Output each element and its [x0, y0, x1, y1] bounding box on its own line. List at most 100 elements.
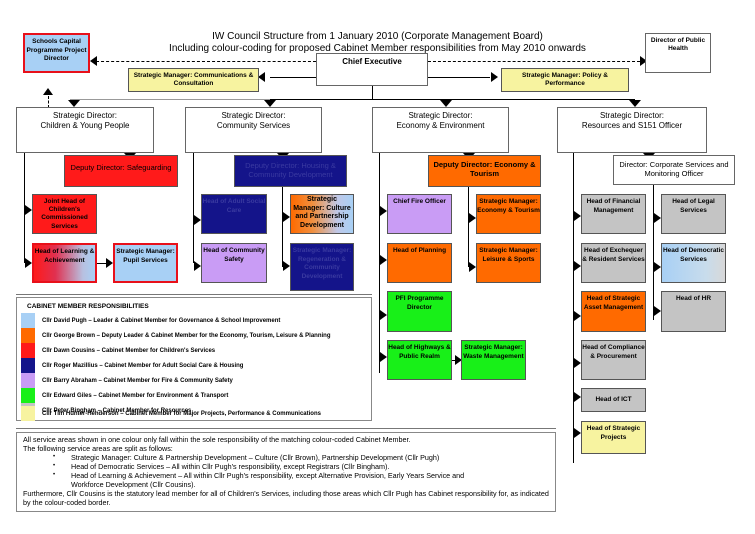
head-adult-social-care-box[interactable]: Head of Adult Social Care: [201, 194, 267, 234]
culture-partnership-manager-box[interactable]: Strategic Manager: Culture and Partnersh…: [290, 194, 354, 234]
box-label: Strategic Manager: Policy & Performance: [522, 71, 608, 88]
box-label: Chief Executive: [342, 57, 402, 66]
legend-item: Cllr Dawn Cousins – Cabinet Member for C…: [21, 343, 371, 358]
cabinet-legend: CABINET MEMBER RESPONSIBILITIES Cllr Dav…: [16, 297, 372, 421]
connector: [97, 263, 107, 264]
legend-item: Cllr Tim Hunter-Henderson – Cabinet Memb…: [21, 406, 371, 421]
connector: [379, 153, 380, 373]
divider: [16, 428, 556, 429]
box-label: Strategic Director:Resources and S151 Of…: [581, 111, 683, 130]
box-label: Head of Exchequer & Resident Services: [582, 247, 645, 263]
head-exchequer-resident-box[interactable]: Head of Exchequer & Resident Services: [581, 243, 646, 283]
arrow-right-icon: [491, 72, 498, 82]
arrow-right-icon: [380, 310, 387, 320]
box-label: Head of Highways & Public Realm: [388, 344, 451, 360]
public-health-director-box[interactable]: Director of Public Health: [645, 33, 711, 73]
legend-swatch: [21, 406, 35, 421]
regeneration-community-manager-box[interactable]: Strategic Manager: Regeneration & Commun…: [290, 243, 354, 291]
box-label: Strategic Manager: Waste Management: [463, 344, 524, 360]
box-label: Head of Financial Management: [586, 198, 641, 214]
note-bullet: Strategic Manager: Culture & Partnership…: [53, 453, 549, 462]
head-strategic-projects-box[interactable]: Head of Strategic Projects: [581, 421, 646, 454]
legend-item: Cllr Barry Abraham – Cabinet Member for …: [21, 373, 371, 388]
head-strategic-asset-box[interactable]: Head of Strategic Asset Management: [581, 291, 646, 332]
sd-children-box[interactable]: Strategic Director:Children & Young Peop…: [16, 107, 154, 153]
pupil-services-manager-box[interactable]: Strategic Manager: Pupil Services: [113, 243, 178, 283]
notes-box: All service areas shown in one colour on…: [16, 432, 556, 512]
pfi-programme-director-box[interactable]: PFI Programme Director: [387, 291, 452, 332]
arrow-right-icon: [654, 306, 661, 316]
box-label: Head of Legal Services: [672, 198, 715, 214]
arrow-right-icon: [574, 358, 581, 368]
box-label: Strategic Director:Children & Young Peop…: [40, 111, 130, 130]
box-label: PFI Programme Director: [395, 295, 444, 311]
legend-label: Cllr Roger Mazillius – Cabinet Member fo…: [42, 362, 244, 369]
economy-tourism-manager-box[interactable]: Strategic Manager: Economy & Tourism: [476, 194, 541, 234]
head-learning-achievement-box[interactable]: Head of Learning & Achievement: [32, 243, 97, 283]
box-label: Strategic Manager: Pupil Services: [116, 248, 175, 264]
joint-head-childrens-commissioned-box[interactable]: Joint Head of Children's Commissioned Se…: [32, 194, 97, 234]
head-democratic-services-box[interactable]: Head of Democratic Services: [661, 243, 726, 283]
box-label: Director: Corporate Services and Monitor…: [619, 160, 729, 178]
connector: [372, 86, 373, 99]
arrow-right-icon: [574, 428, 581, 438]
policy-manager-box[interactable]: Strategic Manager: Policy & Performance: [501, 68, 629, 92]
box-label: Deputy Director: Economy & Tourism: [433, 160, 536, 178]
connector: [48, 96, 49, 108]
note-bullets: Strategic Manager: Culture & Partnership…: [23, 453, 549, 489]
legend-swatch: [21, 388, 35, 403]
head-planning-box[interactable]: Head of Planning: [387, 243, 452, 283]
arrow-right-icon: [469, 213, 476, 223]
arrow-right-icon: [380, 255, 387, 265]
box-label: Head of ICT: [595, 395, 632, 403]
chart-title-line2: Including colour-coding for proposed Cab…: [169, 43, 586, 54]
head-ict-box[interactable]: Head of ICT: [581, 388, 646, 412]
box-label: Head of Compliance & Procurement: [582, 344, 645, 360]
box-label: Strategic Manager: Economy & Tourism: [477, 198, 540, 214]
sd-community-box[interactable]: Strategic Director:Community Services: [185, 107, 322, 153]
connector: [573, 153, 574, 463]
leisure-sports-manager-box[interactable]: Strategic Manager: Leisure & Sports: [476, 243, 541, 283]
deputy-housing-community-box[interactable]: Deputy Director: Housing & Community Dev…: [234, 155, 347, 187]
arrow-left-icon: [258, 72, 265, 82]
connector: [270, 77, 316, 78]
legend-label: Cllr Peter Bingham – Cabinet Member for …: [42, 407, 192, 414]
legend-label: Cllr Tim Hunter-Henderson – Cabinet Memb…: [42, 410, 321, 417]
chart-title-line1: IW Council Structure from 1 January 2010…: [212, 31, 543, 42]
box-label: Strategic Manager: Communications & Cons…: [133, 71, 254, 88]
arrow-right-icon: [574, 311, 581, 321]
head-compliance-procurement-box[interactable]: Head of Compliance & Procurement: [581, 340, 646, 380]
head-legal-services-box[interactable]: Head of Legal Services: [661, 194, 726, 234]
arrow-up-icon: [43, 88, 53, 95]
arrow-down-icon: [264, 100, 276, 107]
arrow-right-icon: [469, 262, 476, 272]
head-community-safety-box[interactable]: Head of Community Safety: [201, 243, 267, 283]
deputy-economy-tourism-box[interactable]: Deputy Director: Economy & Tourism: [428, 155, 541, 187]
chief-executive-box[interactable]: Chief Executive: [316, 53, 428, 86]
legend-item: Cllr George Brown – Deputy Leader & Cabi…: [21, 328, 371, 343]
connector: [70, 99, 270, 100]
legend-swatch: [21, 343, 35, 358]
box-label: Director of Public Health: [650, 37, 706, 52]
head-hr-box[interactable]: Head of HR: [661, 291, 726, 332]
sd-resources-box[interactable]: Strategic Director:Resources and S151 Of…: [557, 107, 707, 153]
schools-capital-programme-director-box[interactable]: Schools Capital Programme Project Direct…: [23, 33, 90, 73]
head-highways-public-realm-box[interactable]: Head of Highways & Public Realm: [387, 340, 452, 380]
arrow-right-icon: [380, 352, 387, 362]
chief-fire-officer-box[interactable]: Chief Fire Officer: [387, 194, 452, 234]
corporate-services-director-box[interactable]: Director: Corporate Services and Monitor…: [613, 155, 735, 185]
head-financial-management-box[interactable]: Head of Financial Management: [581, 194, 646, 234]
legend-item: Cllr Edward Giles – Cabinet Member for E…: [21, 388, 371, 403]
deputy-safeguarding-box[interactable]: Deputy Director: Safeguarding: [64, 155, 178, 187]
sd-economy-box[interactable]: Strategic Director:Economy & Environment: [372, 107, 509, 153]
box-label: Strategic Director:Economy & Environment: [396, 111, 485, 130]
legend-label: Cllr David Pugh – Leader & Cabinet Membe…: [42, 317, 281, 324]
arrow-right-icon: [25, 205, 32, 215]
box-label: Strategic Manager: Regeneration & Commun…: [292, 247, 352, 280]
waste-management-manager-box[interactable]: Strategic Manager: Waste Management: [461, 340, 526, 380]
comms-manager-box[interactable]: Strategic Manager: Communications & Cons…: [128, 68, 259, 92]
connector: [270, 99, 635, 100]
connector: [282, 187, 283, 267]
note-bullet: Head of Democratic Services – All within…: [53, 462, 549, 471]
note-bullet-continuation: Workforce Development (Cllr Cousins).: [71, 480, 196, 489]
